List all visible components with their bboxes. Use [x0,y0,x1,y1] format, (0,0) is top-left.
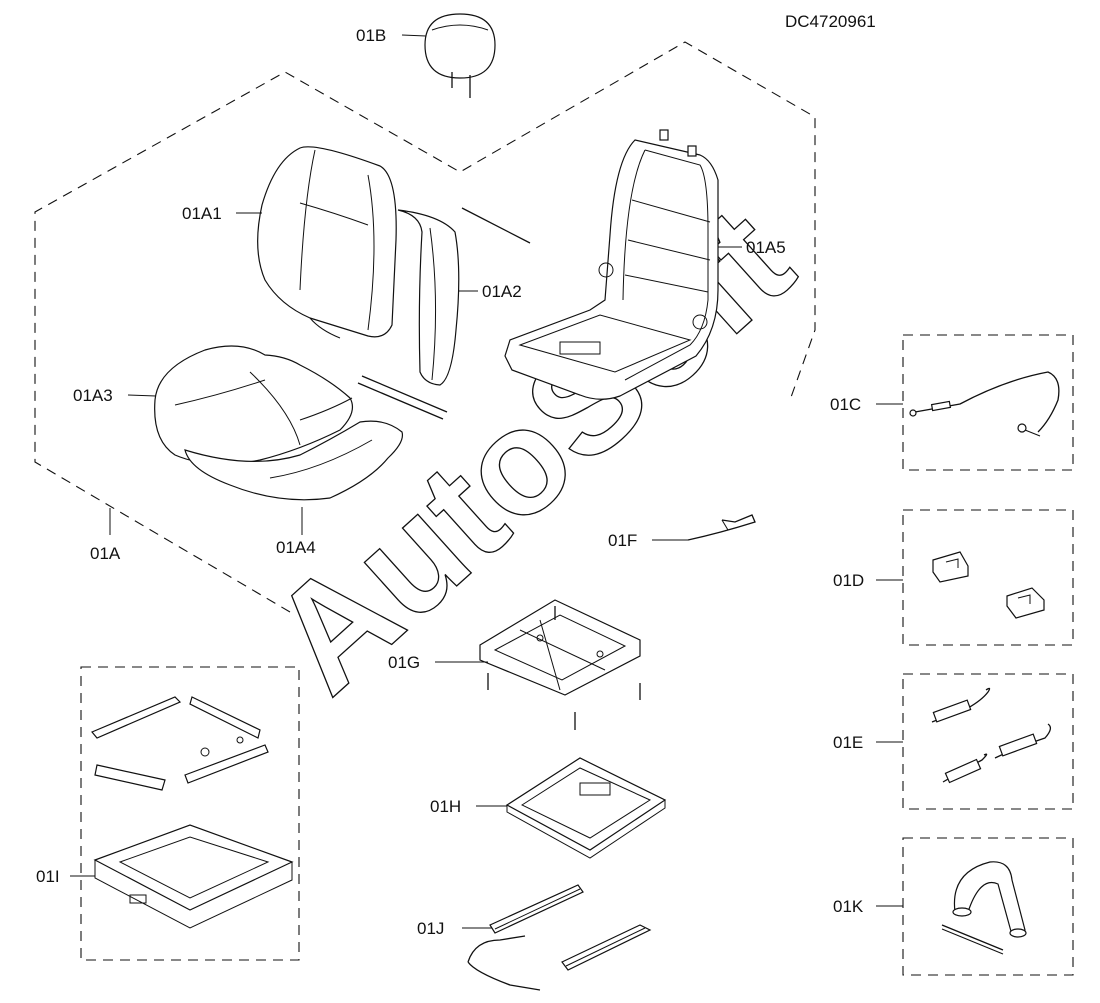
callout-01I: 01I [36,867,60,886]
box-01E [902,673,1074,810]
strap-01K [941,861,1027,955]
cable-01C [909,371,1060,437]
callout-01F: 01F [608,531,637,550]
group-outline-01A [34,41,816,613]
backrest-cushion-01A1 [257,146,397,339]
callout-01D: 01D [833,571,864,590]
callout-01A1: 01A1 [182,204,222,223]
lever-01F [687,514,756,541]
caps-01D [932,551,1045,619]
callout-01E: 01E [833,733,863,752]
mounting-kit-01I [91,696,294,929]
seat-rails-01J [467,884,652,991]
callout-01B: 01B [356,26,386,45]
headrest-01B [424,13,496,98]
callout-01A3: 01A3 [73,386,113,405]
trim-rail-2 [357,382,444,420]
callout-01K: 01K [833,897,864,916]
box-01I [80,666,300,961]
callout-01C: 01C [830,395,861,414]
callout-01G: 01G [388,653,420,672]
leader-01A3 [127,394,157,397]
leader-01B [401,34,427,37]
callout-01H: 01H [430,797,461,816]
seat-cushion-01A3 [154,345,353,465]
seat-frame-01A5 [504,129,719,400]
base-plate-01H [505,757,667,859]
callout-01A4: 01A4 [276,538,316,557]
box-01D [902,509,1074,646]
side-bolster-01A2 [397,207,531,386]
callout-01J: 01J [417,919,444,938]
box-01C [902,334,1074,471]
drawing-number: DC4720961 [785,12,876,31]
trim-rail-1 [361,375,448,413]
springs-01E [931,687,1052,784]
slide-mechanism-01G [479,599,641,730]
callout-01A: 01A [90,544,121,563]
callout-01A2: 01A2 [482,282,522,301]
seat-base-01A4 [184,420,404,501]
callout-01A5: 01A5 [746,238,786,257]
box-01K [902,837,1074,976]
